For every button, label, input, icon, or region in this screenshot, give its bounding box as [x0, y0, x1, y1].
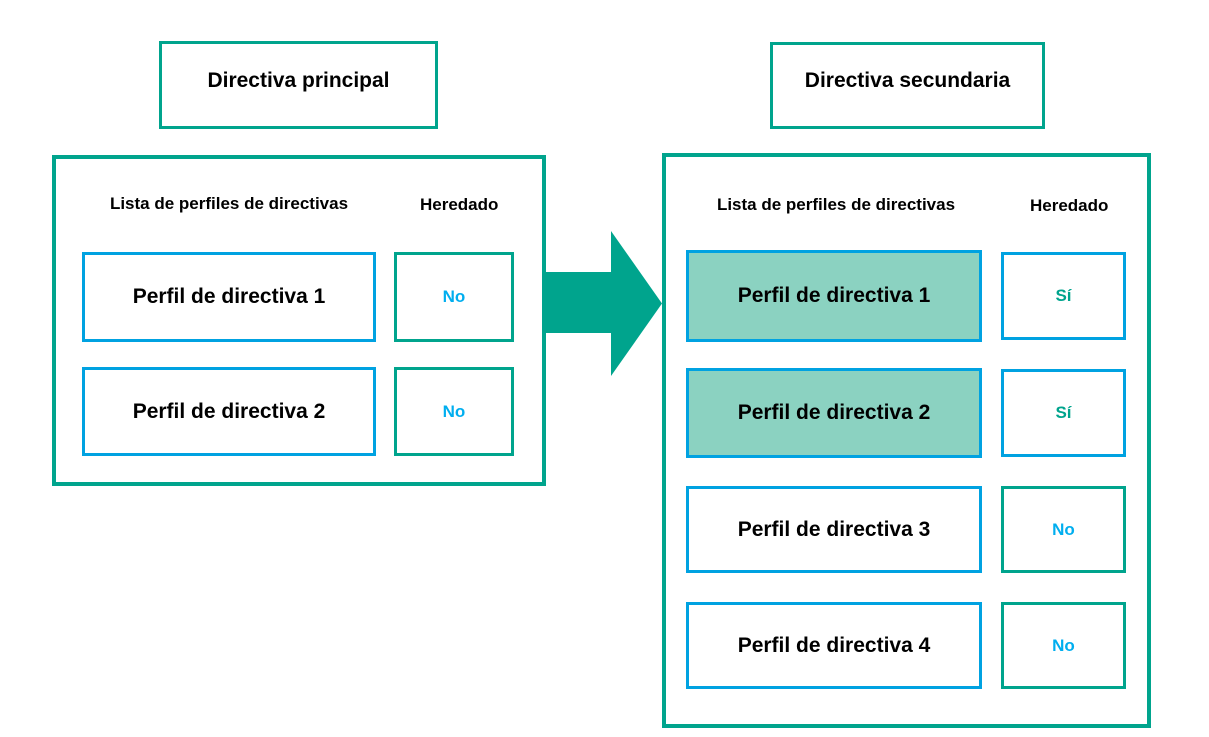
- secondary-inherited-box-4: No: [1001, 602, 1126, 689]
- secondary-profile-box-2: Perfil de directiva 2: [686, 368, 982, 458]
- main-inherited-box-2: No: [394, 367, 514, 456]
- main-policy-title-box: Directiva principal: [159, 41, 438, 129]
- main-profile-box-1: Perfil de directiva 1: [82, 252, 376, 342]
- secondary-profile-label-1: Perfil de directiva 1: [737, 284, 931, 307]
- secondary-inherited-value-3: No: [1052, 519, 1075, 539]
- main-inherited-value-2: No: [442, 401, 466, 421]
- secondary-profile-box-3: Perfil de directiva 3: [686, 486, 982, 573]
- main-policy-title: Directiva principal: [207, 68, 390, 92]
- secondary-profile-label-2: Perfil de directiva 2: [737, 401, 931, 424]
- secondary-inherited-value-4: No: [1052, 635, 1075, 655]
- secondary-policy-title: Directiva secundaria: [804, 69, 1011, 92]
- main-profile-label-1: Perfil de directiva 1: [132, 285, 326, 308]
- main-inherited-header: Heredado: [420, 195, 499, 214]
- secondary-inherited-header: Heredado: [1030, 196, 1109, 215]
- secondary-profile-box-4: Perfil de directiva 4: [686, 602, 982, 689]
- secondary-inherited-box-2: Sí: [1001, 369, 1126, 457]
- main-policy-panel: Lista de perfiles de directivas Heredado…: [52, 155, 546, 486]
- secondary-policy-panel: Lista de perfiles de directivas Heredado…: [662, 153, 1151, 728]
- secondary-inherited-value-1: Sí: [1055, 286, 1072, 305]
- secondary-profile-label-4: Perfil de directiva 4: [737, 633, 931, 657]
- secondary-inherited-box-3: No: [1001, 486, 1126, 573]
- main-profile-label-2: Perfil de directiva 2: [132, 399, 326, 423]
- main-profile-box-2: Perfil de directiva 2: [82, 367, 376, 456]
- main-inherited-box-1: No: [394, 252, 514, 342]
- secondary-profile-box-1: Perfil de directiva 1: [686, 250, 982, 342]
- inheritance-right-arrow-icon: [546, 231, 662, 376]
- secondary-profiles-header: Lista de perfiles de directivas: [716, 195, 956, 214]
- secondary-policy-title-box: Directiva secundaria: [770, 42, 1045, 129]
- main-inherited-value-1: No: [442, 287, 466, 306]
- secondary-inherited-value-2: Sí: [1055, 403, 1072, 422]
- main-profiles-header: Lista de perfiles de directivas: [109, 194, 349, 213]
- secondary-inherited-box-1: Sí: [1001, 252, 1126, 340]
- secondary-profile-label-3: Perfil de directiva 3: [737, 517, 931, 541]
